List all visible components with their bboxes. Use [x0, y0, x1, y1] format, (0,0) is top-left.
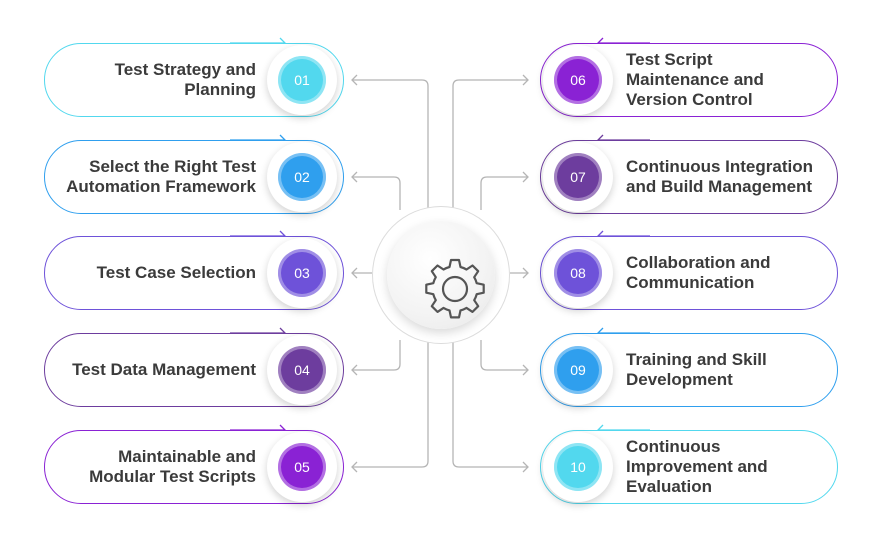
central-hub: [373, 207, 509, 343]
step-badge-03: 03: [267, 238, 337, 308]
connector-line: [452, 79, 528, 210]
step-label-line: Automation Framework: [66, 177, 256, 196]
step-label-line: Training and Skill: [626, 350, 767, 369]
step-number: 05: [278, 443, 326, 491]
step-number: 08: [554, 249, 602, 297]
arrow-head: [522, 171, 529, 183]
step-label-line: Planning: [184, 80, 256, 99]
step-label-line: Test Data Management: [72, 360, 256, 379]
connector-line: [452, 340, 528, 468]
arrow-head: [522, 74, 529, 86]
step-badge-06: 06: [543, 45, 613, 115]
step-label-line: Collaboration and: [626, 253, 771, 272]
connector-line: [352, 340, 429, 468]
step-label-line: Version Control: [626, 90, 753, 109]
step-label-line: Test Strategy and: [114, 60, 256, 79]
arrow-head: [351, 364, 358, 376]
step-badge-02: 02: [267, 142, 337, 212]
step-number: 01: [278, 56, 326, 104]
step-label-line: Maintenance and: [626, 70, 764, 89]
step-badge-09: 09: [543, 335, 613, 405]
step-label-line: Communication: [626, 273, 755, 292]
step-label-line: Maintainable and: [118, 447, 256, 466]
step-label-03: Test Case Selection: [26, 263, 256, 283]
step-label-line: Continuous: [626, 437, 721, 456]
step-badge-07: 07: [543, 142, 613, 212]
step-badge-01: 01: [267, 45, 337, 115]
step-number: 07: [554, 153, 602, 201]
arrow-head: [351, 171, 358, 183]
step-label-line: Test Case Selection: [96, 263, 256, 282]
step-label-line: Select the Right Test: [89, 157, 256, 176]
step-label-line: Continuous Integration: [626, 157, 813, 176]
arrow-head: [351, 267, 358, 279]
step-number: 06: [554, 56, 602, 104]
connector-line: [480, 176, 528, 210]
step-number: 03: [278, 249, 326, 297]
step-badge-05: 05: [267, 432, 337, 502]
step-label-line: and Build Management: [626, 177, 813, 196]
arrow-head: [522, 364, 529, 376]
gear-icon: [425, 258, 485, 319]
step-label-line: Evaluation: [626, 477, 712, 496]
step-number: 10: [554, 443, 602, 491]
connector-line: [480, 340, 528, 371]
step-badge-10: 10: [543, 432, 613, 502]
step-label-line: Improvement and: [626, 457, 768, 476]
arrow-head: [351, 461, 358, 473]
arrow-head: [522, 461, 529, 473]
hub-ring: [387, 221, 495, 329]
step-number: 04: [278, 346, 326, 394]
arrow-head: [351, 74, 358, 86]
step-number: 02: [278, 153, 326, 201]
step-label-line: Development: [626, 370, 733, 389]
step-label-line: Test Script: [626, 50, 713, 69]
connector-line: [352, 176, 401, 210]
connector-line: [352, 340, 401, 371]
step-badge-04: 04: [267, 335, 337, 405]
connector-line: [352, 79, 429, 210]
step-label-line: Modular Test Scripts: [89, 467, 256, 486]
step-label-04: Test Data Management: [26, 360, 256, 380]
step-badge-08: 08: [543, 238, 613, 308]
step-number: 09: [554, 346, 602, 394]
arrow-head: [522, 267, 529, 279]
